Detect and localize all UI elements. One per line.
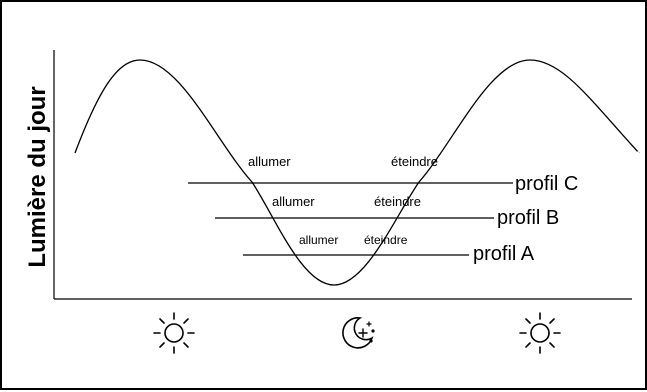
profile-b-name: profil B (497, 207, 559, 229)
moon-stars-icon (342, 317, 375, 349)
profile-c-name: profil C (515, 173, 578, 195)
sun-icon (153, 312, 195, 354)
profile-b-on-label: allumer (272, 194, 315, 209)
y-axis-label: Lumière du jour (24, 86, 51, 267)
profile-c-off-label: éteindre (391, 154, 438, 169)
sun-icon (519, 312, 561, 354)
profile-a-name: profil A (473, 243, 535, 265)
profile-a-on-label: allumer (299, 233, 338, 247)
profile-c-on-label: allumer (248, 154, 291, 169)
profile-a-off-label: éteindre (364, 233, 408, 247)
profile-b-off-label: éteindre (374, 194, 421, 209)
daylight-curve (74, 59, 640, 286)
